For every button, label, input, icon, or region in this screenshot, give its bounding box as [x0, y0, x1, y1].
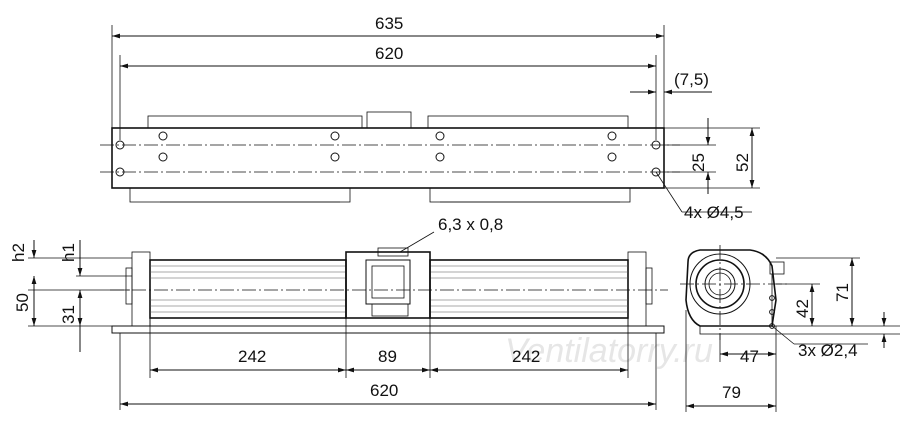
- mounting-plate: [111, 127, 665, 189]
- dim-label-50: 50: [13, 293, 32, 312]
- motor-block: [345, 251, 431, 319]
- dim-label-620-bottom: 620: [370, 381, 398, 400]
- dim-label-52: 52: [733, 153, 752, 172]
- dim-label-31: 31: [59, 305, 78, 324]
- mounting-holes: [115, 131, 661, 177]
- holes-note-side: 3x Ø2,4: [798, 341, 858, 360]
- impeller-right: [429, 259, 629, 319]
- dim-label-71: 71: [833, 283, 852, 302]
- dim-label-79: 79: [722, 383, 741, 402]
- dim-label-25: 25: [689, 153, 708, 172]
- dim-label-242-right: 242: [512, 347, 540, 366]
- watermark-text: Ventilatorry.ru: [505, 332, 713, 370]
- dim-label-h2: h2: [9, 243, 28, 262]
- dim-label-7-5: (7,5): [674, 70, 709, 89]
- holes-note-top: 4x Ø4,5: [684, 203, 744, 222]
- base-plate: [111, 325, 665, 334]
- dim-label-89: 89: [378, 347, 397, 366]
- dim-label-47: 47: [740, 347, 759, 366]
- dim-label-42: 42: [793, 299, 812, 318]
- top-view: 635 620 (7,5): [100, 14, 760, 222]
- dim-label-635: 635: [375, 14, 403, 33]
- side-view: 71 42 47 79 3x Ø2,4: [680, 245, 900, 412]
- dim-label-h1: h1: [59, 243, 78, 262]
- front-view: 6,3 x 0,8: [9, 215, 668, 410]
- dim-label-242-left: 242: [238, 347, 266, 366]
- connector-note: 6,3 x 0,8: [438, 215, 503, 234]
- impeller-left: [149, 259, 347, 319]
- side-housing: [685, 249, 777, 327]
- dim-label-620-top: 620: [375, 44, 403, 63]
